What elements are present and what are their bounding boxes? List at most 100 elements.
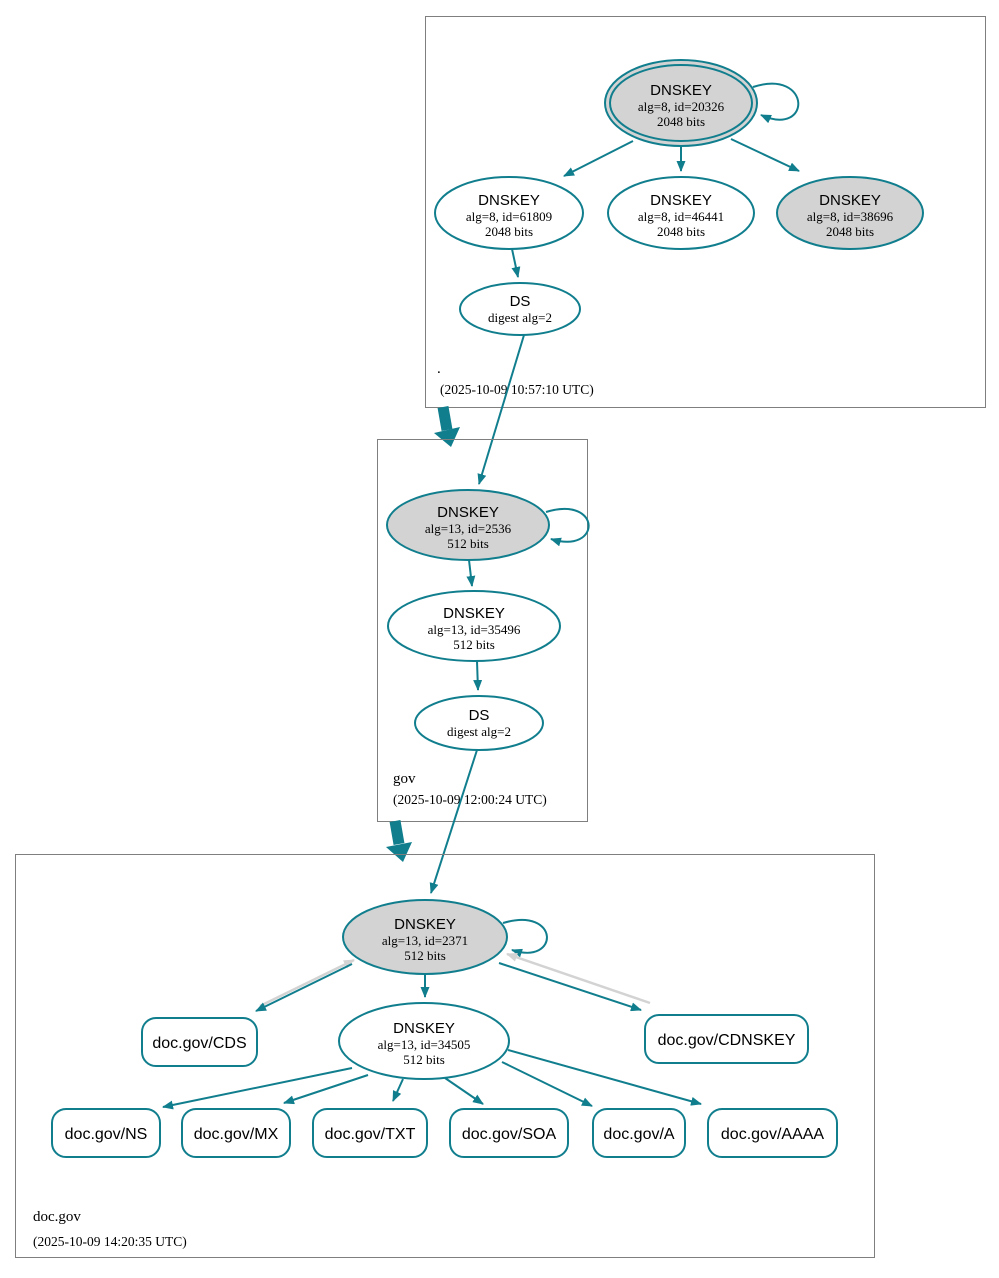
node-doc-gov-soa-shape[interactable]: [449, 1108, 569, 1158]
node-gov-dnskey-ksk-2536-detail1: alg=13, id=2536: [425, 521, 512, 536]
node-doc-gov-ns[interactable]: doc.gov/NS: [51, 1108, 161, 1158]
node-doc-gov-dnskey-ksk-2371-detail2: 512 bits: [404, 948, 446, 963]
edge-root-ksk-selfloop: [752, 82, 800, 124]
node-doc-gov-mx-shape[interactable]: [181, 1108, 291, 1158]
node-gov-ds-detail1: digest alg=2: [447, 724, 511, 739]
node-gov-dnskey-35496-shape[interactable]: [387, 590, 561, 662]
node-doc-gov-a-shape[interactable]: [592, 1108, 686, 1158]
delegation-arrow-root-to-gov: [434, 406, 460, 447]
node-gov-ds-shape[interactable]: [414, 695, 544, 751]
node-root-dnskey-46441-detail1: alg=8, id=46441: [638, 209, 724, 224]
node-doc-gov-cds[interactable]: doc.gov/CDS: [141, 1017, 258, 1067]
edge-doc-gov-cdnskey-to-ksk-gray: [506, 952, 651, 1005]
edge-doc-gov-zsk-to-txt: [392, 1078, 404, 1102]
node-root-dnskey-38696-detail2: 2048 bits: [826, 224, 874, 239]
edge-doc-gov-zsk-to-soa: [444, 1077, 484, 1105]
edge-doc-gov-ksk-to-cds: [255, 963, 353, 1012]
zone-doc-gov-label: doc.gov: [33, 1209, 81, 1225]
edge-gov-ksk-selfloop: [545, 507, 590, 547]
edge-doc-gov-zsk-to-a: [501, 1061, 593, 1107]
edge-root-ksk-to-dnskey-61809: [563, 140, 634, 177]
node-doc-gov-dnskey-ksk-2371-detail1: alg=13, id=2371: [382, 933, 468, 948]
node-doc-gov-ns-shape[interactable]: [51, 1108, 161, 1158]
node-doc-gov-dnskey-ksk-2371[interactable]: DNSKEY alg=13, id=2371 512 bits: [342, 899, 508, 975]
node-root-dnskey-38696-detail1: alg=8, id=38696: [807, 209, 894, 224]
node-doc-gov-a[interactable]: doc.gov/A: [592, 1108, 686, 1158]
node-doc-gov-cdnskey-shape[interactable]: [644, 1014, 809, 1064]
node-gov-ds-title: DS: [469, 707, 490, 724]
node-root-ds-detail1: digest alg=2: [488, 310, 552, 325]
node-root-dnskey-ksk-20326-detail1: alg=8, id=20326: [638, 99, 725, 114]
node-doc-gov-dnskey-ksk-2371-title: DNSKEY: [394, 916, 456, 933]
edge-dnskey-61809-to-root-ds: [511, 248, 521, 278]
delegation-arrow-gov-to-doc-gov: [386, 820, 412, 862]
node-root-dnskey-46441-title: DNSKEY: [650, 192, 712, 209]
node-root-ds[interactable]: DS digest alg=2: [459, 282, 581, 336]
node-root-dnskey-38696-shape[interactable]: [776, 176, 924, 250]
node-doc-gov-mx[interactable]: doc.gov/MX: [181, 1108, 291, 1158]
node-doc-gov-soa-label: doc.gov/SOA: [462, 1126, 557, 1143]
node-gov-dnskey-ksk-2536-shape[interactable]: [386, 489, 550, 561]
node-doc-gov-aaaa-shape[interactable]: [707, 1108, 838, 1158]
node-doc-gov-ns-label: doc.gov/NS: [65, 1126, 148, 1143]
edge-doc-gov-zsk-to-ns: [162, 1067, 353, 1110]
zone-root: DNSKEY alg=8, id=20326 2048 bits DNSKEY …: [425, 16, 986, 408]
node-doc-gov-mx-label: doc.gov/MX: [194, 1126, 279, 1143]
node-root-ds-title: DS: [510, 293, 531, 310]
node-root-dnskey-61809[interactable]: DNSKEY alg=8, id=61809 2048 bits: [434, 176, 584, 250]
zone-doc-gov: DNSKEY alg=13, id=2371 512 bits DNSKEY a…: [15, 854, 875, 1258]
node-gov-dnskey-35496-detail1: alg=13, id=35496: [428, 622, 521, 637]
node-doc-gov-dnskey-34505-title: DNSKEY: [393, 1020, 455, 1037]
edge-doc-gov-cds-to-ksk-gray: [259, 958, 355, 1008]
node-doc-gov-dnskey-ksk-2371-shape[interactable]: [342, 899, 508, 975]
node-root-dnskey-38696-title: DNSKEY: [819, 192, 881, 209]
node-doc-gov-cdnskey[interactable]: doc.gov/CDNSKEY: [644, 1014, 809, 1064]
node-root-dnskey-61809-shape[interactable]: [434, 176, 584, 250]
node-root-dnskey-61809-detail1: alg=8, id=61809: [466, 209, 552, 224]
node-doc-gov-soa[interactable]: doc.gov/SOA: [449, 1108, 569, 1158]
node-root-dnskey-ksk-20326-detail2: 2048 bits: [657, 114, 705, 129]
node-root-dnskey-38696[interactable]: DNSKEY alg=8, id=38696 2048 bits: [776, 176, 924, 250]
node-doc-gov-txt[interactable]: doc.gov/TXT: [312, 1108, 428, 1158]
node-doc-gov-a-label: doc.gov/A: [603, 1126, 674, 1143]
node-doc-gov-cds-shape[interactable]: [141, 1017, 258, 1067]
zone-gov: DNSKEY alg=13, id=2536 512 bits DNSKEY a…: [377, 439, 590, 822]
node-root-dnskey-61809-detail2: 2048 bits: [485, 224, 533, 239]
node-root-dnskey-46441[interactable]: DNSKEY alg=8, id=46441 2048 bits: [607, 176, 755, 250]
node-doc-gov-dnskey-34505-detail1: alg=13, id=34505: [378, 1037, 471, 1052]
edge-gov-ksk-to-zsk: [466, 559, 476, 587]
zone-gov-label: gov: [393, 771, 416, 787]
node-gov-dnskey-ksk-2536-title: DNSKEY: [437, 504, 499, 521]
zone-box-gov: [377, 439, 588, 822]
node-doc-gov-dnskey-34505[interactable]: DNSKEY alg=13, id=34505 512 bits: [338, 1002, 510, 1080]
zone-root-label: .: [437, 361, 441, 377]
node-root-dnskey-46441-shape[interactable]: [607, 176, 755, 250]
node-gov-ds[interactable]: DS digest alg=2: [414, 695, 544, 751]
edge-doc-gov-zsk-to-mx: [283, 1074, 369, 1105]
node-root-dnskey-ksk-20326[interactable]: DNSKEY alg=8, id=20326 2048 bits: [604, 59, 758, 147]
node-doc-gov-dnskey-34505-shape[interactable]: [338, 1002, 510, 1080]
node-root-dnskey-ksk-20326-shape[interactable]: [604, 59, 758, 147]
zone-box-doc-gov: [15, 854, 875, 1258]
node-gov-dnskey-ksk-2536-detail2: 512 bits: [447, 536, 489, 551]
node-doc-gov-txt-shape[interactable]: [312, 1108, 428, 1158]
node-doc-gov-cdnskey-label: doc.gov/CDNSKEY: [658, 1032, 796, 1049]
node-doc-gov-txt-label: doc.gov/TXT: [325, 1126, 416, 1143]
node-gov-dnskey-35496[interactable]: DNSKEY alg=13, id=35496 512 bits: [387, 590, 561, 662]
node-root-dnskey-ksk-20326-inner-ring: [609, 64, 753, 142]
node-gov-dnskey-ksk-2536[interactable]: DNSKEY alg=13, id=2536 512 bits: [386, 489, 550, 561]
edge-root-ds-to-gov-ksk: [477, 334, 525, 485]
node-doc-gov-aaaa[interactable]: doc.gov/AAAA: [707, 1108, 838, 1158]
edge-doc-gov-ksk-selfloop: [502, 918, 548, 958]
node-root-dnskey-ksk-20326-title: DNSKEY: [650, 82, 712, 99]
edge-root-ksk-to-dnskey-38696: [730, 138, 800, 172]
node-root-ds-shape[interactable]: [459, 282, 581, 336]
node-gov-dnskey-35496-detail2: 512 bits: [453, 637, 495, 652]
zone-doc-gov-timestamp: (2025-10-09 14:20:35 UTC): [33, 1234, 187, 1249]
edge-doc-gov-zsk-to-aaaa: [507, 1049, 702, 1106]
node-doc-gov-cds-label: doc.gov/CDS: [152, 1035, 246, 1052]
node-root-dnskey-61809-title: DNSKEY: [478, 192, 540, 209]
node-doc-gov-dnskey-34505-detail2: 512 bits: [403, 1052, 445, 1067]
